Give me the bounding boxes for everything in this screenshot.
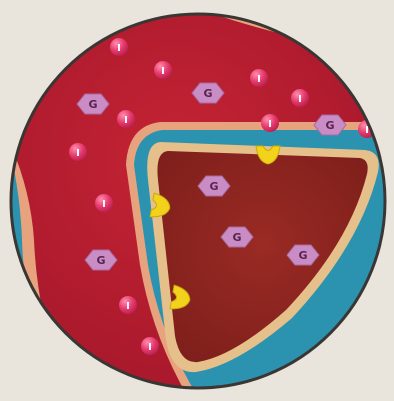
insulin-molecule: I	[261, 114, 279, 132]
glucose-label: G	[232, 231, 241, 244]
insulin-label: I	[268, 119, 272, 130]
insulin-molecule: I	[291, 89, 309, 107]
glucose-label: G	[96, 254, 105, 267]
insulin-molecule: I	[69, 143, 87, 161]
insulin-label: I	[257, 74, 261, 85]
glucose-label: G	[88, 98, 97, 111]
insulin-molecule: I	[250, 69, 268, 87]
insulin-molecule: I	[141, 337, 159, 355]
insulin-label: I	[124, 115, 128, 126]
insulin-label: I	[126, 301, 130, 312]
insulin-molecule: I	[119, 296, 137, 314]
glucose-label: G	[325, 119, 334, 132]
insulin-molecule: I	[110, 38, 128, 56]
insulin-label: I	[148, 342, 152, 353]
insulin-label: I	[117, 43, 121, 54]
insulin-label: I	[161, 66, 165, 77]
insulin-label: I	[102, 199, 106, 210]
glucose-label: G	[298, 249, 307, 262]
glucose-label: G	[209, 180, 218, 193]
insulin-label: I	[76, 148, 80, 159]
insulin-molecule: I	[95, 194, 113, 212]
glucose-label: G	[203, 87, 212, 100]
insulin-molecule: I	[154, 61, 172, 79]
insulin-label: I	[298, 94, 302, 105]
insulin-molecule: I	[117, 110, 135, 128]
